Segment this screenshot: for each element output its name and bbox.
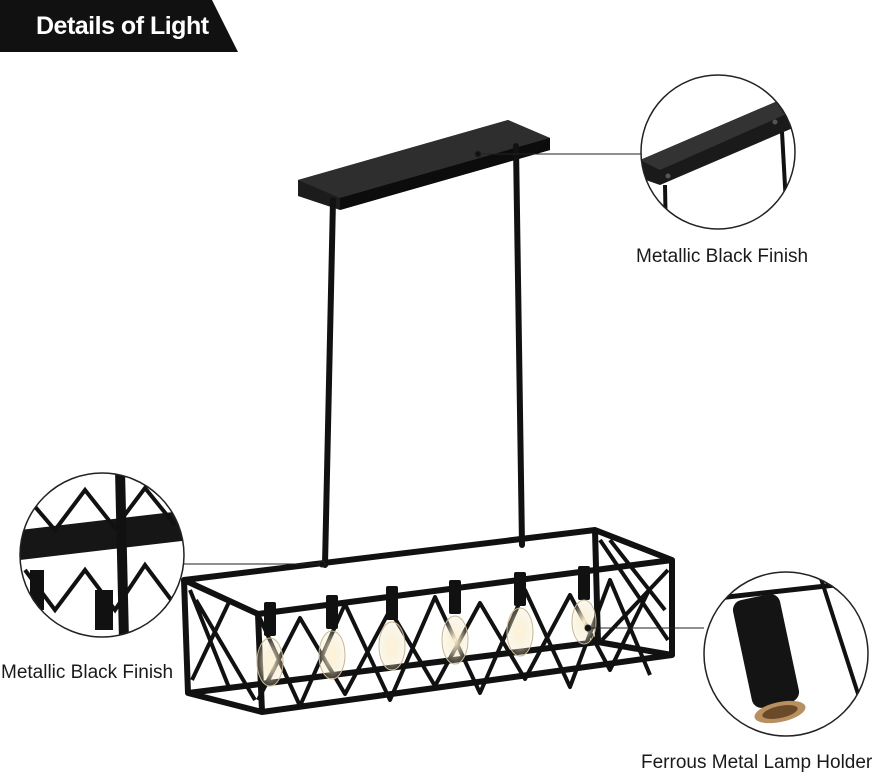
lamp-holder-detail-circle	[703, 571, 869, 737]
lamp-holder-label: Ferrous Metal Lamp Holder	[641, 752, 873, 773]
cage-frame	[181, 527, 675, 715]
bulbs	[256, 566, 597, 687]
hanging-rods	[322, 143, 525, 568]
cage-detail-circle	[19, 472, 185, 638]
title-banner	[0, 0, 238, 52]
canopy-finish-label: Metallic Black Finish	[636, 246, 809, 267]
canopy-detail-circle	[640, 74, 796, 230]
cage-finish-label: Metallic Black Finish	[1, 662, 174, 683]
banner-title: Details of Light	[36, 12, 209, 40]
callout-leaders	[182, 150, 704, 632]
canopy-plate	[298, 120, 550, 210]
